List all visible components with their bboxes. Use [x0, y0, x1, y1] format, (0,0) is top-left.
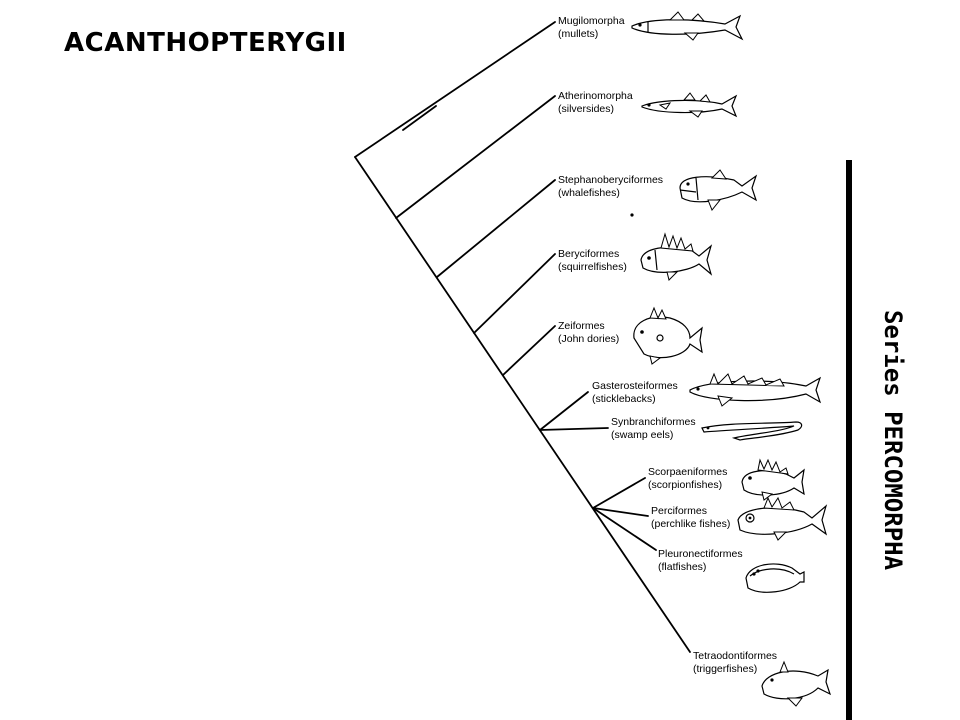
- branch-scorpaeniformes: [592, 477, 646, 509]
- taxon-name-synbranchiformes: Synbranchiformes: [611, 416, 696, 428]
- taxon-common-perciformes: (perchlike fishes): [651, 518, 730, 530]
- branch-zeiformes: [502, 325, 556, 376]
- series-label: Series PERCOMORPHA: [879, 309, 907, 571]
- taxon-common-pleuronectiformes: (flatfishes): [658, 561, 706, 573]
- branch-stephanoberyciformes: [436, 179, 556, 278]
- taxon-common-atherinomorpha: (silversides): [558, 103, 614, 115]
- taxon-common-stephanoberyciformes: (whalefishes): [558, 187, 620, 199]
- branch-atherinomorpha: [395, 95, 556, 219]
- taxon-common-beryciformes: (squirrelfishes): [558, 261, 627, 273]
- taxon-common-zeiformes: (John dories): [558, 333, 619, 345]
- taxon-common-synbranchiformes: (swamp eels): [611, 429, 673, 441]
- branch-perciformes: [592, 507, 649, 517]
- branch-gasterosteiformes: [539, 391, 589, 431]
- diagram-title: ACANTHOPTERYGII: [64, 28, 347, 58]
- taxon-common-scorpaeniformes: (scorpionfishes): [648, 479, 722, 491]
- taxon-name-perciformes: Perciformes: [651, 505, 707, 517]
- taxon-name-atherinomorpha: Atherinomorpha: [558, 90, 633, 102]
- taxon-name-stephanoberyciformes: Stephanoberyciformes: [558, 174, 663, 186]
- scorpionfish-icon: [741, 458, 805, 501]
- branch-synbranchiformes: [539, 427, 609, 431]
- taxon-name-mugilomorpha: Mugilomorpha: [558, 15, 625, 27]
- squirrelfish-icon: [640, 232, 713, 281]
- taxon-common-mugilomorpha: (mullets): [558, 28, 598, 40]
- stickleback-icon: [689, 372, 822, 407]
- flatfish-icon: [745, 563, 805, 593]
- triggerfish-icon: [761, 660, 832, 707]
- perch-icon: [737, 496, 828, 541]
- branch-stickmark: [402, 105, 437, 131]
- taxon-common-tetraodontiformes: (triggerfishes): [693, 663, 757, 675]
- taxon-name-gasterosteiformes: Gasterosteiformes: [592, 380, 678, 392]
- john-dory-icon: [633, 306, 703, 365]
- series-bracket-bar: [846, 160, 852, 720]
- taxon-common-gasterosteiformes: (sticklebacks): [592, 393, 656, 405]
- taxon-name-scorpaeniformes: Scorpaeniformes: [648, 466, 727, 478]
- swamp-eel-icon: [701, 421, 803, 441]
- taxon-name-beryciformes: Beryciformes: [558, 248, 619, 260]
- whalefish-icon: [679, 169, 758, 211]
- taxon-name-tetraodontiformes: Tetraodontiformes: [693, 650, 777, 662]
- taxon-name-pleuronectiformes: Pleuronectiformes: [658, 548, 743, 560]
- branch-beryciformes: [473, 253, 556, 334]
- stray-dot: [630, 213, 634, 217]
- taxon-name-zeiformes: Zeiformes: [558, 320, 605, 332]
- silverside-icon: [641, 92, 738, 118]
- branch-mugilomorpha: [354, 21, 556, 158]
- branch-pleuronectiformes: [592, 507, 657, 551]
- mullet-icon: [631, 11, 744, 41]
- tree-spine: [354, 156, 691, 653]
